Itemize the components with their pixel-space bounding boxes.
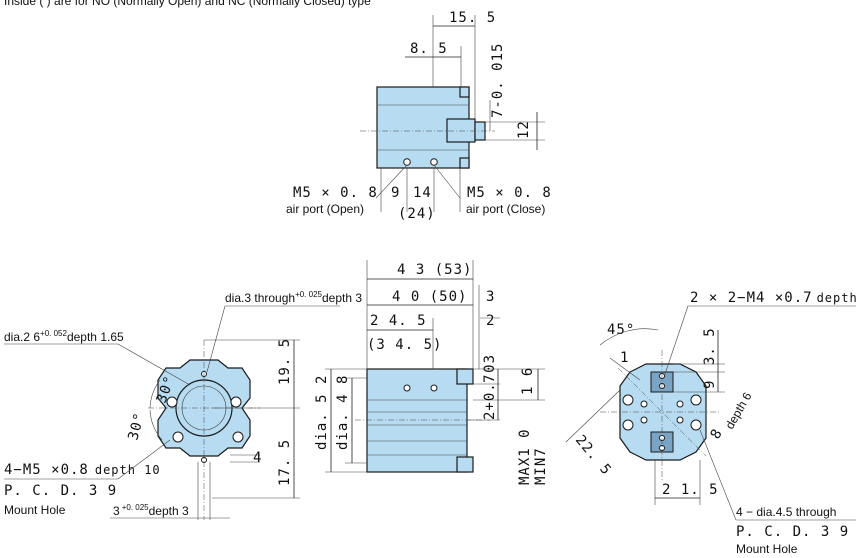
dim-8-right: 8 [708, 426, 727, 442]
dim-3: 3 [486, 289, 495, 305]
right-mount-hole-3 [622, 419, 634, 431]
left-mount-hole-1 [166, 396, 178, 408]
dim-4: 4 [253, 450, 262, 466]
front-port-1 [403, 384, 411, 392]
front-view-body [366, 368, 468, 473]
left-mount-hole-2 [230, 396, 242, 408]
header-note: Inside ( ) are for NO (Normally Open) an… [4, 0, 371, 8]
top-view: 15. 5 8. 5 12 7-0. 015 M5 × 0. 8 air por… [286, 10, 552, 222]
top-port-right-desc: air port (Close) [466, 202, 545, 216]
top-port-open [403, 158, 411, 166]
right-mount-hole-1 [622, 394, 634, 406]
dia-52: dia. 5 2 [314, 375, 330, 450]
left-view: dia.3 through+0. 025depth 3 dia.2 6+0. 0… [4, 290, 362, 520]
right-mount-label: Mount Hole [736, 542, 798, 556]
dim-43: 4 3 (53) [397, 262, 472, 278]
dim-9-right: 9 [702, 380, 718, 389]
dim-8-5: 8. 5 [410, 41, 448, 57]
dim-14: 14 [413, 185, 432, 201]
dim-22-5: 22. 5 [572, 432, 615, 478]
right-hole-spec: 4 − dia.4.5 through [736, 505, 836, 519]
dim-7: 7 [482, 374, 498, 383]
right-mount-hole-4 [690, 419, 702, 431]
left-mount-label: Mount Hole [4, 503, 66, 517]
dia-48: dia. 4 8 [335, 375, 351, 450]
top-port-left-desc: air port (Open) [286, 202, 364, 216]
top-port-left-spec: M5 × 0. 8 [293, 185, 378, 201]
dim-24-5: 2 4. 5 [370, 313, 427, 329]
dim-9: 9 [391, 185, 400, 201]
stroke-max: MAX1 0 [517, 428, 533, 485]
dim-17-5: 17. 5 [277, 439, 293, 486]
dim-34-5: (3 4. 5) [367, 337, 442, 353]
angle-30-b: 30° [125, 411, 148, 442]
dim-12: 12 [516, 120, 532, 139]
right-mount-hole-2 [690, 394, 702, 406]
dim-16: 1 6 [520, 367, 536, 395]
dim-40: 4 0 (50) [392, 289, 467, 305]
dim-24: (24) [398, 206, 436, 222]
left-pcd: P. C. D. 3 9 [4, 483, 117, 499]
dim-3-5: 3. 5 [702, 327, 718, 365]
right-pcd: P. C. D. 3 9 [736, 524, 849, 540]
front-port-2 [430, 384, 438, 392]
left-mount-hole-4 [232, 431, 244, 443]
dim-15-5: 15. 5 [449, 10, 496, 26]
dim-21-5: 2 1. 5 [662, 482, 719, 498]
through-note: dia.3 through+0. 025depth 3 [225, 290, 362, 305]
dim-7-tol: 7-0. 015 [490, 43, 506, 118]
slot-note: 3+0. 025depth 3 [113, 503, 189, 518]
dim-19-5: 19. 5 [277, 338, 293, 385]
left-mount-hole-3 [172, 431, 184, 443]
bore-note: dia.2 6+0. 052depth 1.65 [4, 329, 124, 344]
depth-6: depth 6 [722, 390, 754, 432]
dim-2-tol: 2+0. 03 [482, 354, 498, 420]
dim-2: 2 [486, 313, 495, 329]
top-port-close [430, 158, 438, 166]
top-port-right-spec: M5 × 0. 8 [467, 185, 552, 201]
stroke-min: MIN7 [533, 447, 549, 485]
dim-1: 1 [620, 350, 629, 366]
top-view-piston [446, 118, 476, 143]
angle-45: 45° [607, 322, 635, 338]
front-view: 4 3 (53) 4 0 (50) 3 2 4. 5 (3 4. 5) 2 7 … [314, 260, 549, 485]
